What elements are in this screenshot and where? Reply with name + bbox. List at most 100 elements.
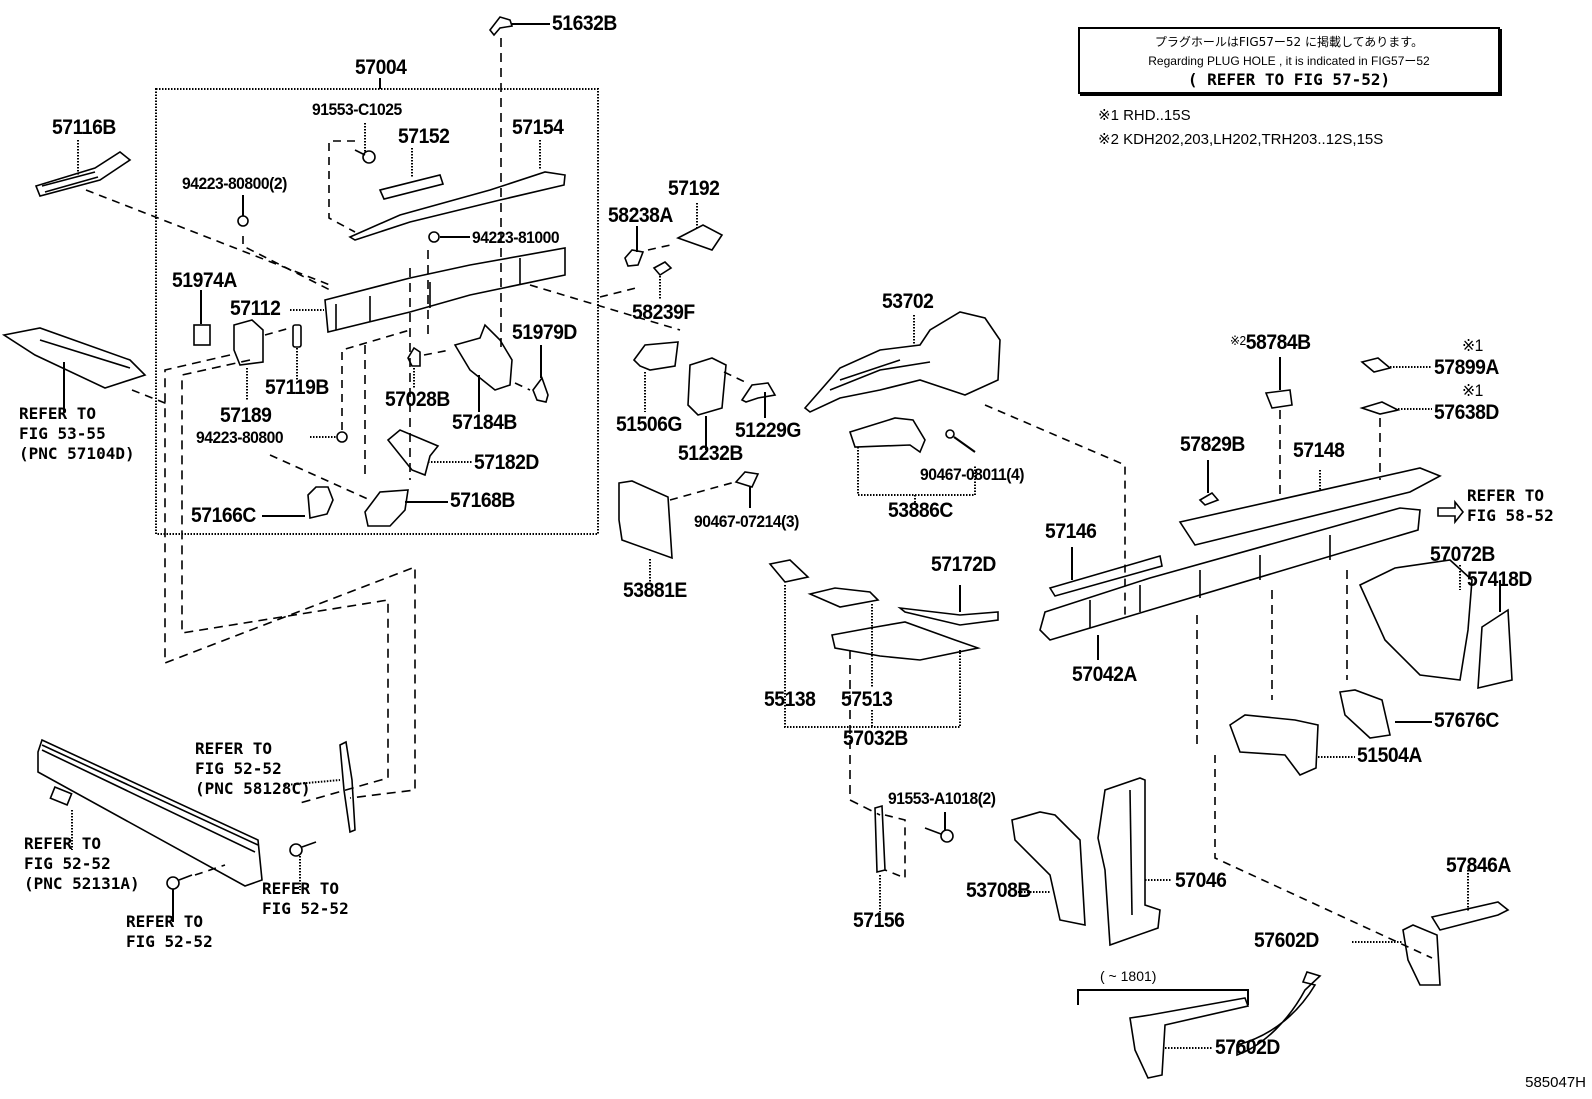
part-58239F: [599, 261, 673, 300]
part-label-58238A[interactable]: 58238A: [608, 204, 673, 227]
part-number: 58784B: [1245, 331, 1311, 354]
part-label-57602D-right[interactable]: 57602D: [1254, 929, 1319, 952]
part-label-91553-C1025[interactable]: 91553-C1025: [312, 100, 402, 119]
part-label-57146[interactable]: 57146: [1045, 520, 1097, 543]
footnote-text: RHD..15S: [1123, 107, 1191, 124]
part-label-94223-81000[interactable]: 94223-81000: [472, 228, 560, 247]
part-label-51506G[interactable]: 51506G: [616, 413, 682, 436]
part-label-51632B[interactable]: 51632B: [552, 12, 617, 35]
part-57166C: [262, 486, 334, 519]
part-label-57184B[interactable]: 57184B: [452, 411, 517, 434]
part-label-57166C[interactable]: 57166C: [191, 504, 256, 527]
footnote-2: ※2 KDH202,203,LH202,TRH203..12S,15S: [1098, 130, 1383, 150]
date-range-label: ( ~ 1801): [1100, 968, 1157, 984]
part-57146: [1048, 547, 1163, 597]
part-57192: [675, 203, 724, 251]
part-label-90467-08011[interactable]: 90467-08011(4): [920, 465, 1025, 484]
footnote-mark: ※1: [1098, 107, 1119, 124]
footnote-1: ※1 RHD..15S: [1098, 106, 1191, 126]
part-label-57032B[interactable]: 57032B: [843, 727, 908, 750]
part-label-57119B[interactable]: 57119B: [265, 376, 329, 399]
part-51974A: [193, 290, 211, 346]
part-label-57168B[interactable]: 57168B: [450, 489, 515, 512]
part-57104D-plate: [1, 327, 171, 412]
part-label-57182D[interactable]: 57182D: [474, 451, 539, 474]
refer-fig-52-52-bolt-left[interactable]: REFER TO FIG 52-52: [126, 912, 213, 951]
link-dashed-outer: [164, 354, 416, 799]
part-label-57418D[interactable]: 57418D: [1467, 568, 1532, 591]
refer-fig-52-52-pnc-58128C[interactable]: REFER TO FIG 52-52 (PNC 58128C): [195, 739, 311, 798]
part-label-57829B[interactable]: 57829B: [1180, 433, 1245, 456]
assembly-label-57004[interactable]: 57004: [355, 56, 407, 79]
part-label-58239F[interactable]: 58239F: [632, 301, 695, 324]
part-57602D-right: [1352, 924, 1441, 986]
part-label-90467-07214[interactable]: 90467-07214(3): [694, 512, 799, 531]
part-94223-80800-nut-lower: [269, 329, 411, 501]
part-label-51979D[interactable]: 51979D: [512, 321, 577, 344]
part-label-53702[interactable]: 53702: [882, 290, 934, 313]
part-53702-apron: [803, 311, 1126, 620]
part-label-51232B[interactable]: 51232B: [678, 442, 743, 465]
part-label-51504A[interactable]: 51504A: [1357, 744, 1422, 767]
part-51632B-clip: [488, 16, 550, 350]
part-label-57028B[interactable]: 57028B: [385, 388, 450, 411]
part-label-94223-80800-2[interactable]: 94223-80800(2): [182, 174, 287, 193]
part-label-57154[interactable]: 57154: [512, 116, 564, 139]
part-91553-C1025-bolt: [328, 123, 376, 233]
part-label-57602D-left[interactable]: 57602D: [1215, 1036, 1280, 1059]
part-label-57112[interactable]: 57112: [230, 297, 281, 320]
part-label-57899A[interactable]: 57899A: [1434, 356, 1499, 379]
part-label-53886C[interactable]: 53886C: [888, 499, 953, 522]
part-94223-80800-nut-upper: [237, 195, 331, 291]
part-label-57638D[interactable]: 57638D: [1434, 401, 1499, 424]
note-reference[interactable]: ( REFER TO FIG 57-52): [1187, 70, 1391, 89]
part-57148: [1178, 467, 1442, 546]
part-label-57172D[interactable]: 57172D: [931, 553, 996, 576]
part-label-57042A[interactable]: 57042A: [1072, 663, 1137, 686]
refer-arrow-fig-58-52: [1437, 499, 1465, 525]
part-label-57846A[interactable]: 57846A: [1446, 854, 1511, 877]
part-57676C: [1339, 689, 1432, 739]
refer-fig-52-52-pnc-52131A[interactable]: REFER TO FIG 52-52 (PNC 52131A): [24, 834, 140, 893]
part-label-57148[interactable]: 57148: [1293, 439, 1345, 462]
part-label-53708B[interactable]: 53708B: [966, 879, 1031, 902]
part-57154: [348, 140, 566, 241]
part-label-51974A[interactable]: 51974A: [172, 269, 237, 292]
part-label-53881E[interactable]: 53881E: [623, 579, 687, 602]
refer-fig-52-52-bolt-right[interactable]: REFER TO FIG 52-52: [262, 879, 349, 918]
part-label-91553-A1018[interactable]: 91553-A1018(2): [888, 789, 996, 808]
part-label-55138[interactable]: 55138: [764, 688, 816, 711]
part-label-57676C[interactable]: 57676C: [1434, 709, 1499, 732]
part-58238A: [624, 226, 676, 267]
part-label-57156[interactable]: 57156: [853, 909, 905, 932]
assembly-57004-frame: [155, 88, 599, 535]
part-94223-81000-nut: [427, 231, 470, 340]
part-57899A: [1360, 357, 1432, 373]
part-bumper-reinforcement: [37, 738, 263, 887]
part-label-57116B[interactable]: 57116B: [52, 116, 116, 139]
diagram-id: 585047H: [1525, 1074, 1586, 1091]
part-label-57072B[interactable]: 57072B: [1430, 543, 1495, 566]
part-label-51229G[interactable]: 51229G: [735, 419, 801, 442]
part-label-57192[interactable]: 57192: [668, 177, 720, 200]
part-label-94223-80800[interactable]: 94223-80800: [196, 428, 284, 447]
part-57602D-left: [1077, 989, 1250, 1079]
refer-fig-58-52[interactable]: REFER TO FIG 58-52: [1467, 486, 1554, 525]
part-90467-08011-clip: [945, 429, 976, 453]
part-53881E-panel: [618, 480, 736, 585]
refer-fig-53-55[interactable]: REFER TO FIG 53-55 (PNC 57104D): [19, 404, 135, 463]
part-57172D: [897, 585, 999, 626]
part-57152: [378, 148, 445, 200]
part-91553-A1018-bolt: [924, 812, 954, 843]
part-label-57513[interactable]: 57513: [841, 688, 893, 711]
part-57072B: [1358, 559, 1473, 681]
part-57846A: [1430, 870, 1510, 931]
part-label-57189[interactable]: 57189: [220, 404, 272, 427]
part-57112-member: [290, 247, 681, 480]
part-51232B: [687, 357, 746, 450]
part-53708B: [1011, 811, 1086, 926]
part-label-57152[interactable]: 57152: [398, 125, 450, 148]
part-label-58784B[interactable]: ※258784B: [1230, 332, 1311, 353]
footnote-mark-1-57638D: ※1: [1462, 381, 1483, 400]
part-label-57046[interactable]: 57046: [1175, 869, 1227, 892]
